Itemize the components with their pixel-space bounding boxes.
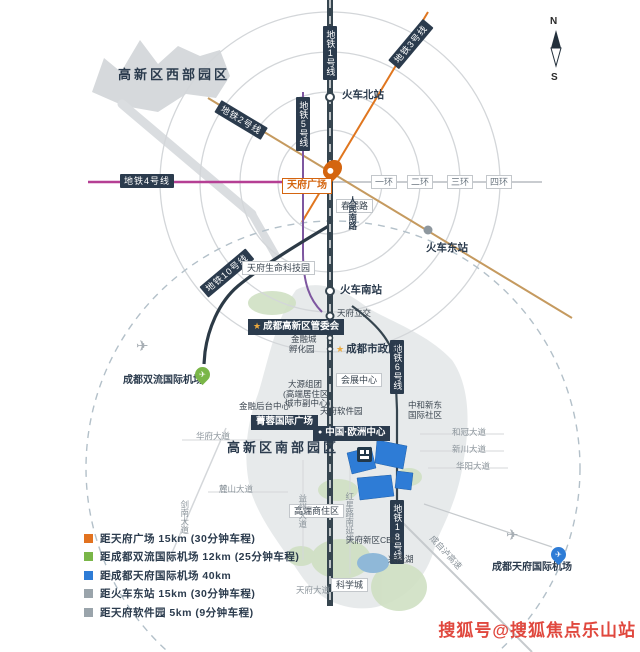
ring-road-label: 四环: [486, 175, 513, 190]
metro-line-badge: 地铁2号线: [214, 100, 268, 141]
shuangliu-airport-pin: [191, 363, 214, 386]
metro-line-badge: 地铁5号线: [296, 97, 311, 151]
road-label: 麓山大道: [219, 484, 254, 494]
area-label: 天府生命科技园: [242, 261, 316, 276]
road-label: 天府大道: [296, 585, 331, 595]
legend-text: 距成都双流国际机场 12km (25分钟车程): [100, 551, 300, 564]
station-dots: [325, 92, 433, 353]
place-label: 金融城: [291, 334, 317, 344]
legend-swatch: [84, 607, 93, 617]
road-label: 红星路南延线: [344, 492, 355, 543]
place-label: 天府立交: [337, 308, 372, 318]
place-label: 中和新东: [408, 400, 443, 410]
station-label: 火车南站: [340, 284, 382, 296]
watermark: 搜狐号@搜狐焦点乐山站: [438, 621, 636, 640]
legend-text: 距天府软件园 5km (9分钟车程): [100, 606, 254, 619]
station-label: 火车北站: [342, 89, 384, 101]
tianfu-airport-pin: [547, 543, 570, 566]
legend-swatch: [84, 552, 93, 562]
airplane-icon: [551, 547, 566, 562]
legend-item: 距火车东站 15km (30分钟车程): [84, 585, 299, 604]
metro-line-10: [202, 222, 333, 365]
tianfu-square-label: 天府广场: [282, 178, 332, 194]
ring-road-label: 二环: [407, 175, 434, 190]
landmark-label: 中国·欧洲中心: [313, 426, 391, 441]
metro-line-badge: 地铁1号线: [323, 26, 338, 80]
road-label: 人民南路: [347, 196, 358, 230]
metro-line-badge: 地铁3号线: [388, 18, 434, 70]
landmark-label: 菁蓉国际广场: [251, 415, 319, 430]
minor-roads: [167, 427, 553, 652]
road-label: 和冠大道: [452, 427, 487, 437]
legend-swatch: [84, 570, 93, 580]
road-label: 益州大道: [297, 494, 308, 528]
tianfu-airport-label: 成都天府国际机场: [492, 562, 572, 573]
legend-text: 距火车东站 15km (30分钟车程): [100, 588, 256, 601]
green-areas: [248, 291, 427, 611]
ring-road-label: 一环: [371, 175, 398, 190]
road-label: 华阳大道: [456, 461, 491, 471]
area-label: 会展中心: [336, 373, 383, 388]
landmark-label: 成都高新区管委会: [248, 319, 345, 335]
place-label: 金融后台中心: [239, 401, 291, 411]
place-label: 孵化园: [289, 344, 315, 354]
area-label: 春熙路: [336, 199, 374, 214]
star-icon: [253, 321, 261, 331]
dot-icon: [318, 429, 322, 436]
place-label: 天府新区CBD: [346, 535, 398, 545]
legend-item: 距天府广场 15km (30分钟车程): [84, 529, 299, 548]
distance-legend: 距天府广场 15km (30分钟车程) 距成都双流国际机场 12km (25分钟车…: [84, 529, 299, 622]
star-icon: [336, 344, 344, 354]
station-label: 成都市政府: [336, 343, 399, 355]
station-label: 火车东站: [426, 242, 468, 254]
compass-south-label: S: [551, 72, 558, 83]
project-logo-icon: [357, 447, 372, 462]
area-label: 科学城: [331, 578, 369, 593]
road-label: 华府大道: [196, 431, 231, 441]
place-label: (高端居住区: [283, 389, 329, 399]
region-title: 高新区南部园区: [227, 440, 340, 455]
place-label: 国际社区: [408, 410, 443, 420]
road-label: 成自泸高速: [427, 533, 465, 572]
road-label: 剑南大道: [179, 500, 190, 534]
compass-north-label: N: [550, 16, 557, 27]
road-label: 新川大道: [452, 444, 487, 454]
place-label: 大源组团: [288, 379, 323, 389]
place-label: 兴隆湖: [388, 554, 414, 564]
place-label: 城市副中心): [285, 398, 331, 408]
legend-item: 距成都天府国际机场 40km: [84, 566, 299, 585]
legend-text: 距成都天府国际机场 40km: [100, 569, 232, 582]
shuangliu-airport-label: 成都双流国际机场: [123, 375, 203, 386]
metro-line-badge: 地铁18号线: [390, 500, 405, 564]
area-label: 高端商住区: [289, 504, 345, 519]
legend-swatch: [84, 589, 93, 599]
legend-swatch: [84, 533, 93, 543]
airplane-icon: [136, 338, 149, 355]
compass-south-needle: [550, 47, 562, 68]
legend-text: 距天府广场 15km (30分钟车程): [100, 532, 256, 545]
compass-north-needle: [551, 30, 561, 48]
airplane-icon: [506, 527, 519, 544]
metro-line-badge: 地铁4号线: [120, 174, 175, 189]
place-label: 天府软件园: [320, 406, 363, 416]
metro-line-badge: 地铁6号线: [390, 340, 405, 394]
metro-line-2: [207, 97, 573, 319]
region-title: 高新区西部园区: [118, 67, 231, 82]
airplane-icon: [195, 367, 210, 382]
legend-item: 距成都双流国际机场 12km (25分钟车程): [84, 548, 299, 567]
legend-item: 距天府软件园 5km (9分钟车程): [84, 603, 299, 622]
compass: N S: [550, 16, 562, 83]
district-shapes: [92, 40, 468, 609]
metro-line-5: [302, 92, 323, 313]
ring-road-label: 三环: [447, 175, 474, 190]
